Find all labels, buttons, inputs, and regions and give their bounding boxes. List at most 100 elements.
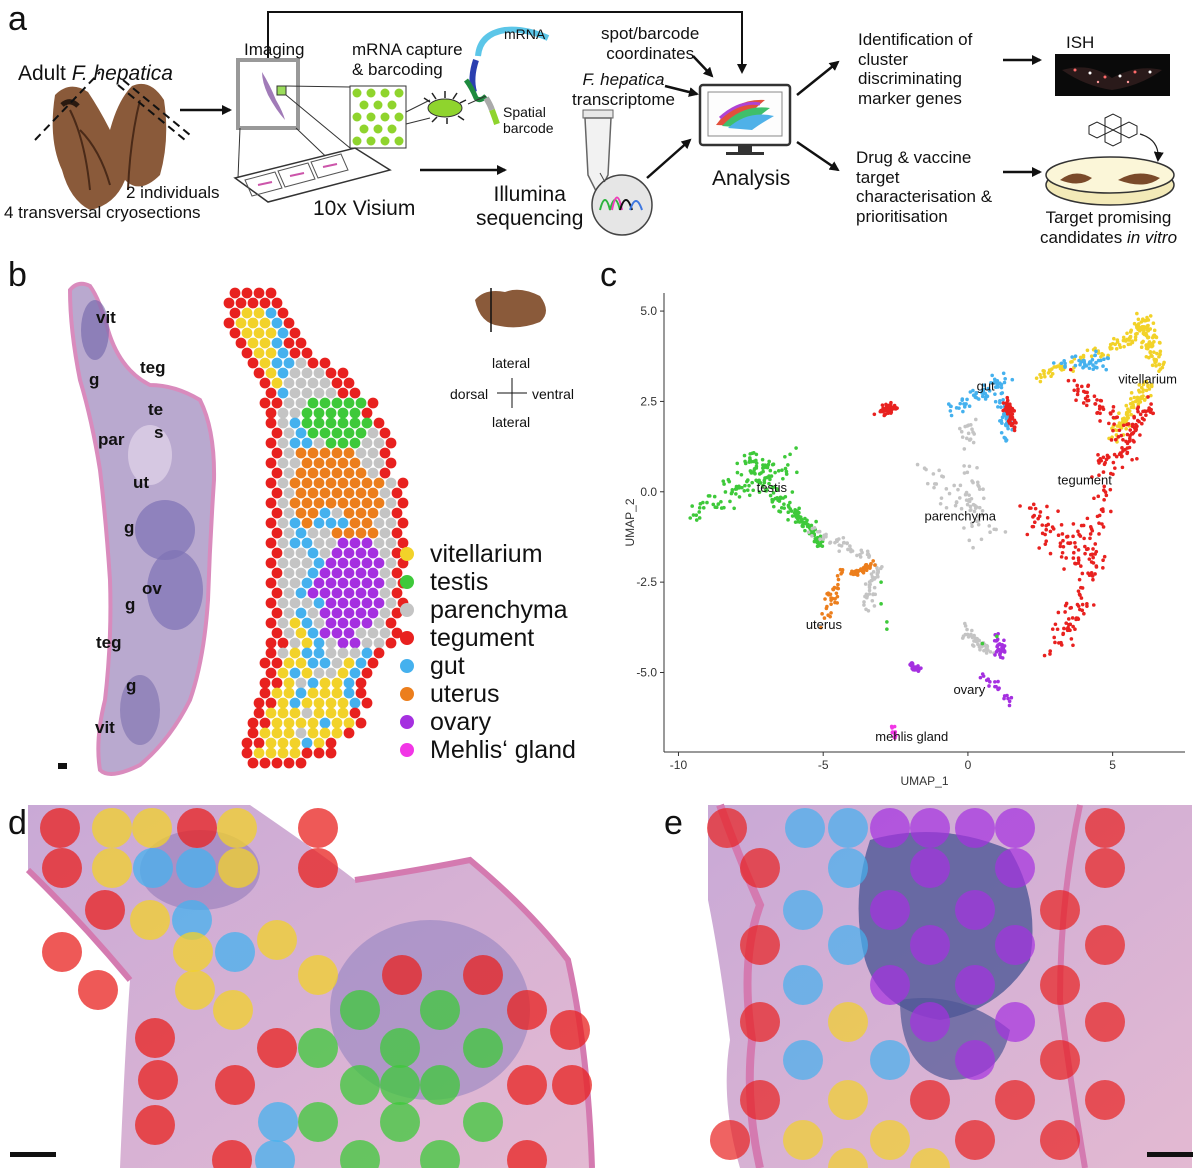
umap-point — [938, 501, 943, 506]
umap-point — [1093, 552, 1097, 556]
spot — [265, 557, 277, 569]
spot — [289, 617, 301, 629]
spot — [78, 970, 118, 1010]
umap-point — [752, 466, 757, 471]
umap-point — [863, 594, 868, 599]
spot — [955, 965, 995, 1005]
umap-point — [1121, 438, 1125, 442]
spot — [325, 387, 337, 399]
umap-point — [1077, 358, 1081, 363]
umap-point — [1032, 513, 1037, 518]
barcode-spot — [366, 88, 376, 98]
spot — [253, 707, 265, 719]
umap-point — [888, 411, 893, 415]
spot — [289, 647, 301, 659]
spot — [247, 297, 259, 309]
umap-point — [872, 604, 877, 608]
barcode-spot — [373, 100, 383, 110]
umap-point — [1095, 411, 1099, 415]
umap-point — [967, 499, 972, 503]
spot — [283, 317, 295, 329]
umap-point — [1138, 328, 1142, 333]
umap-point — [829, 611, 833, 615]
spot-map — [223, 287, 409, 769]
spot — [295, 657, 307, 669]
spot — [373, 417, 385, 429]
umap-point — [1090, 552, 1095, 557]
spot — [265, 697, 277, 709]
spot — [343, 727, 355, 739]
spot — [385, 477, 397, 489]
umap-point — [1055, 627, 1060, 632]
spot — [295, 507, 307, 519]
spot — [307, 397, 319, 409]
spot — [325, 707, 337, 719]
spot — [343, 607, 355, 619]
umap-point — [1062, 567, 1066, 571]
spot — [995, 1002, 1035, 1042]
umap-point — [795, 470, 799, 475]
umap-point — [848, 544, 852, 548]
spot — [313, 517, 325, 529]
spot — [295, 377, 307, 389]
umap-point — [985, 643, 989, 648]
spot — [367, 447, 379, 459]
spot — [283, 357, 295, 369]
umap-point — [803, 528, 807, 533]
spot — [385, 637, 397, 649]
spot — [379, 607, 391, 619]
spot — [349, 647, 361, 659]
umap-point — [707, 494, 712, 498]
spot — [301, 577, 313, 589]
umap-point — [819, 625, 823, 630]
umap-point — [1076, 616, 1080, 621]
spot — [325, 407, 337, 419]
legend-swatch — [400, 547, 414, 561]
umap-point — [754, 452, 759, 457]
spot — [277, 667, 289, 679]
umap-point — [1076, 604, 1081, 608]
spot — [271, 427, 283, 439]
umap-point — [1085, 390, 1089, 395]
spot — [301, 387, 313, 399]
spot — [289, 517, 301, 529]
umap-point — [970, 521, 974, 526]
umap-point — [1064, 556, 1068, 560]
spot — [177, 808, 217, 848]
umap-point — [1137, 383, 1142, 387]
cluster-label: gut — [977, 379, 995, 394]
umap-point — [861, 568, 866, 573]
umap-point — [1093, 572, 1097, 576]
umap-point — [958, 496, 962, 500]
spot — [337, 367, 349, 379]
umap-point — [1147, 406, 1151, 410]
umap-point — [750, 480, 754, 485]
spot — [337, 417, 349, 429]
barcode-spot — [359, 124, 369, 134]
umap-point — [1102, 484, 1107, 489]
umap-point — [1050, 525, 1055, 529]
umap-point — [1095, 514, 1100, 519]
ish-label: ISH — [1066, 33, 1095, 52]
spot — [277, 617, 289, 629]
umap-point — [1007, 699, 1012, 704]
umap-point — [835, 574, 840, 578]
umap-point — [1034, 376, 1039, 380]
spot — [870, 965, 910, 1005]
spot — [265, 387, 277, 399]
spot — [343, 397, 355, 409]
spot — [277, 637, 289, 649]
umap-point — [1076, 556, 1081, 560]
umap-point — [1053, 622, 1058, 627]
spot — [463, 1028, 503, 1068]
spot — [289, 577, 301, 589]
umap-point — [690, 504, 694, 508]
umap-point — [1039, 375, 1043, 380]
spot — [289, 347, 301, 359]
umap-point — [1079, 585, 1083, 590]
umap-point — [763, 463, 767, 467]
spot — [391, 607, 403, 619]
spot — [319, 397, 331, 409]
legend-label: vitellarium — [430, 539, 543, 568]
tissue-label: g — [126, 676, 136, 695]
